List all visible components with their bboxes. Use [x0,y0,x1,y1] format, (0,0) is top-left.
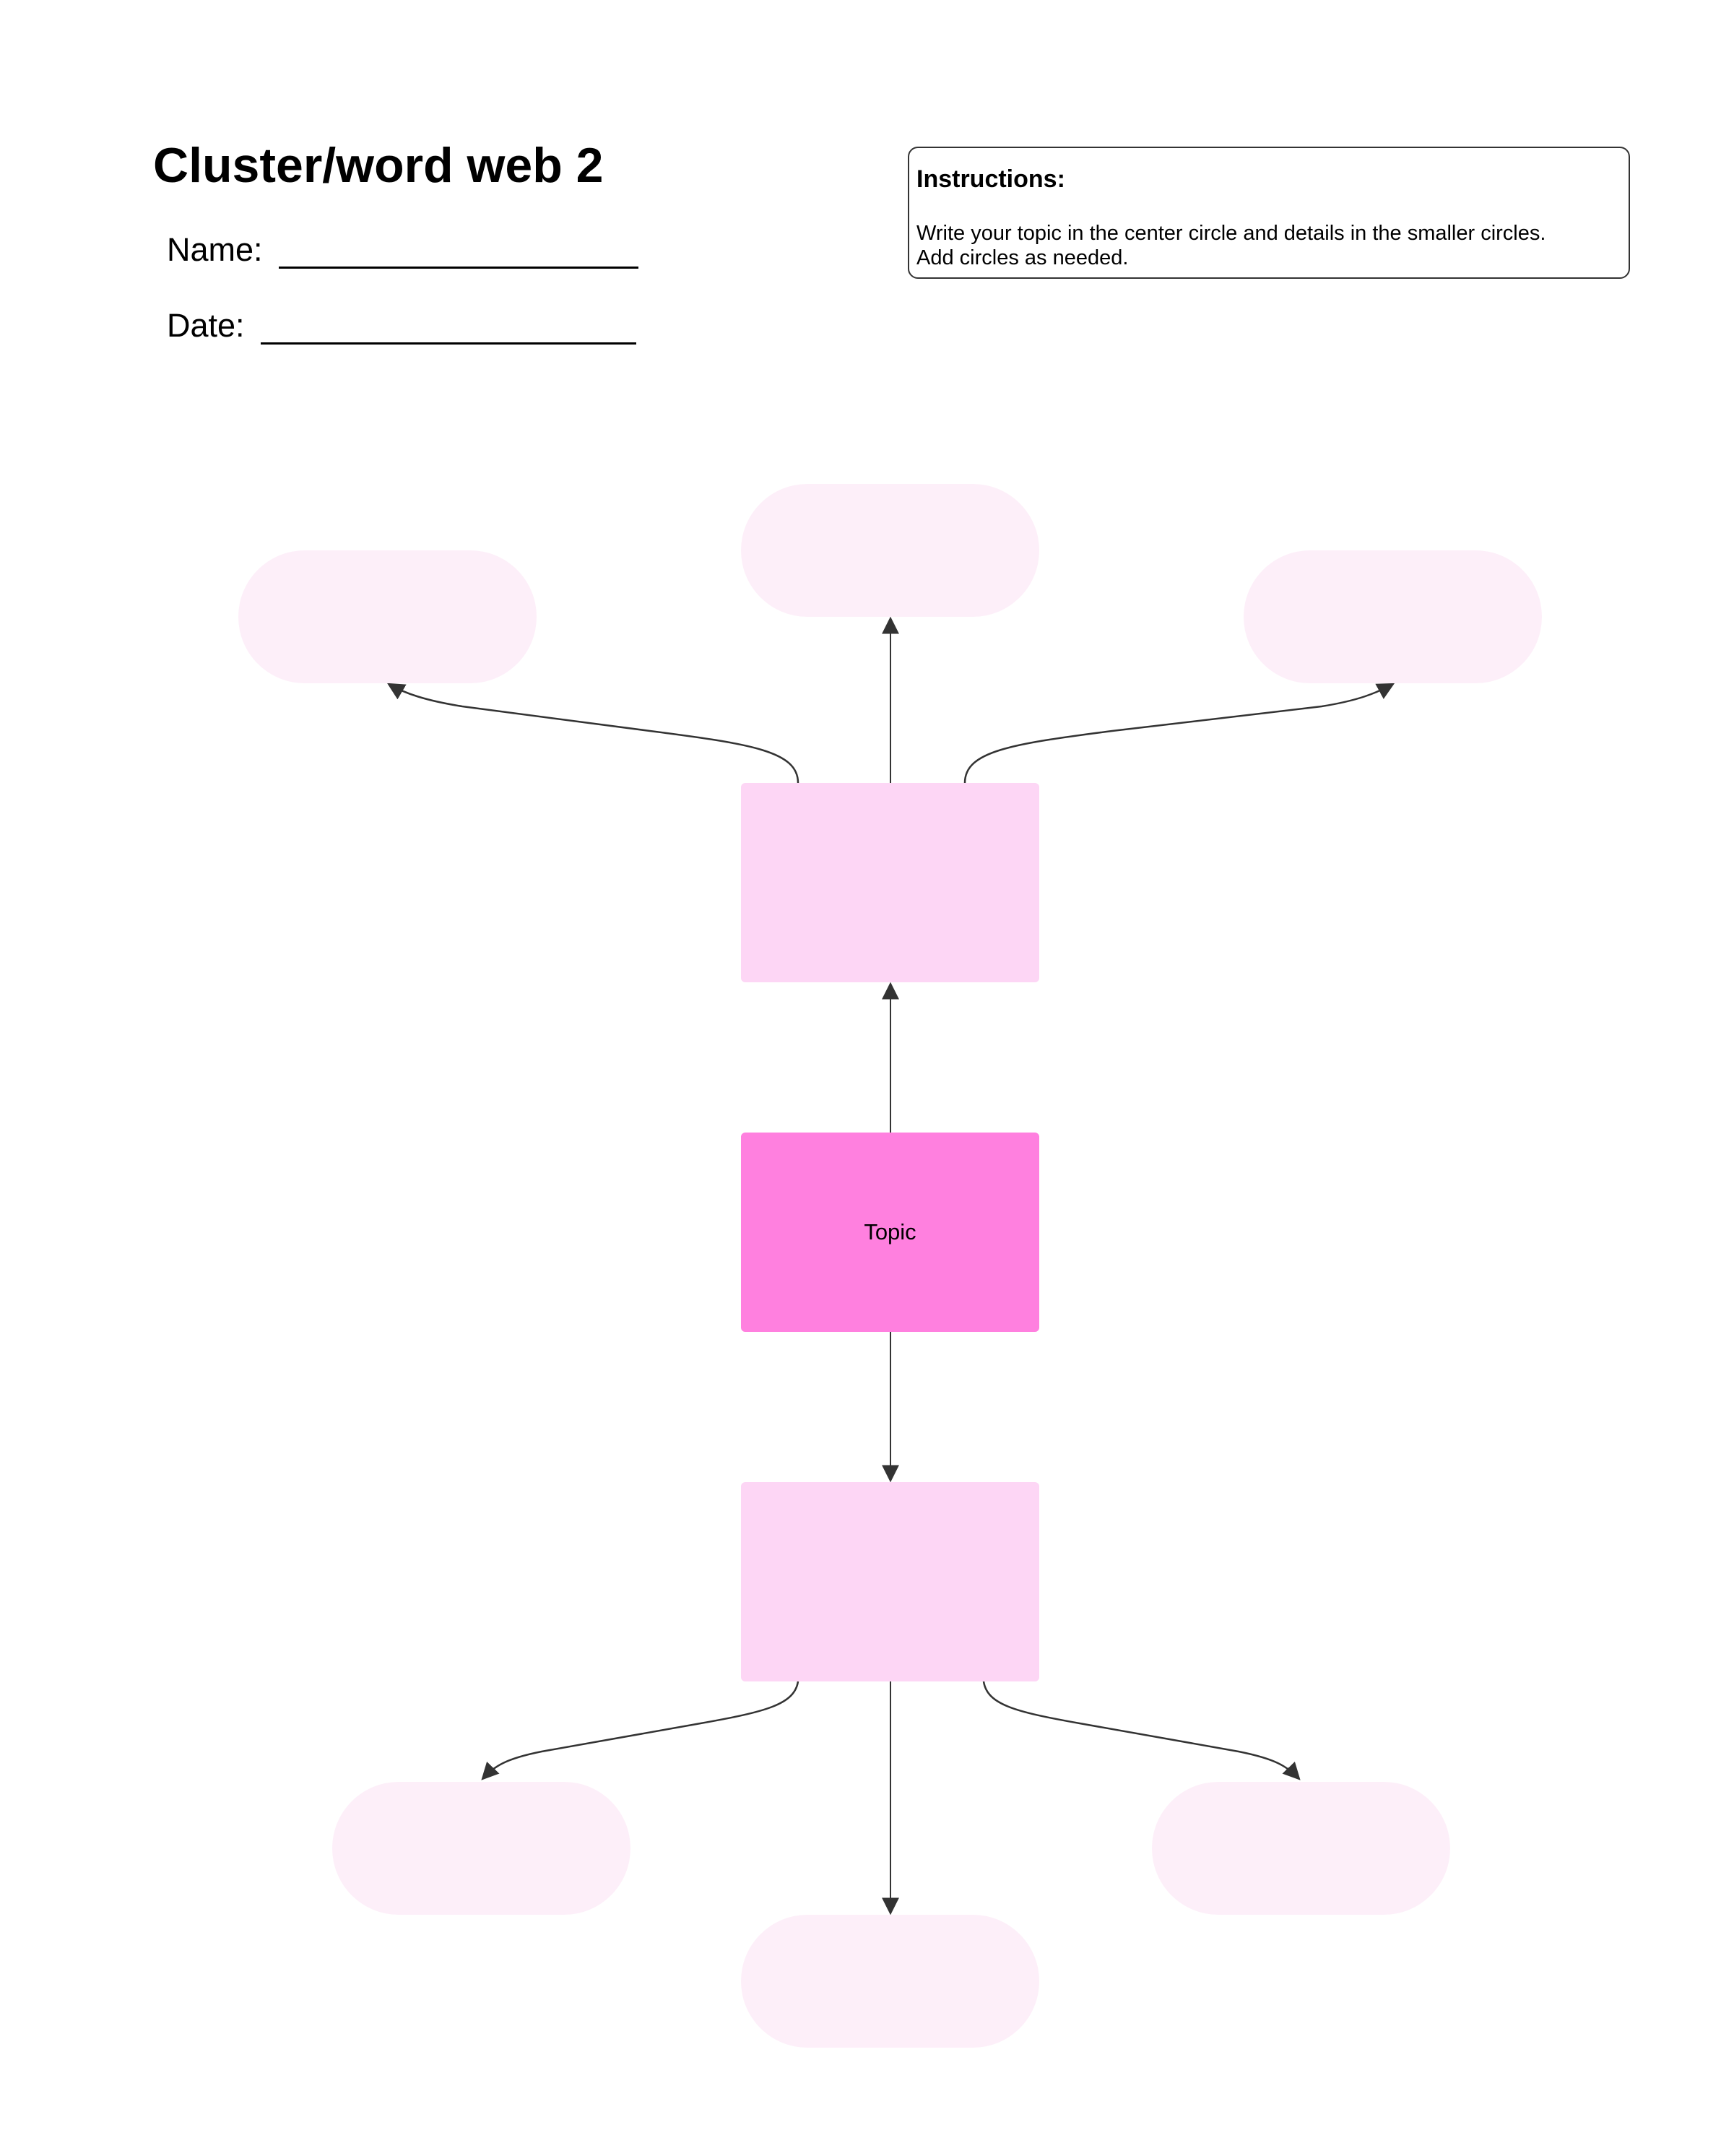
topic-node[interactable]: Topic [741,1133,1039,1332]
date-blank-line[interactable] [260,313,636,345]
edge-sub1-detail-right [963,683,1395,784]
name-field: Name: [167,231,638,269]
detail-node-bottom-right[interactable] [1152,1782,1450,1915]
instructions-line: Write your topic in the center circle an… [916,222,1546,245]
instructions-heading: Instructions: [916,165,1065,193]
detail-node-bottom-center[interactable] [741,1915,1039,2048]
instructions-box: Instructions: Write your topic in the ce… [908,147,1630,279]
name-label: Name: [167,231,263,268]
instructions-line: Add circles as needed. [916,246,1129,269]
detail-node-top-right[interactable] [1244,550,1542,683]
detail-node-bottom-left[interactable] [332,1782,630,1915]
detail-node-top-center[interactable] [741,484,1039,617]
date-field: Date: [167,307,636,345]
subtopic-node-lower[interactable] [741,1482,1039,1681]
edge-sub2-detail-right [982,1681,1301,1780]
date-label: Date: [167,307,245,344]
page-title: Cluster/word web 2 [153,138,604,193]
topic-label: Topic [864,1219,916,1244]
subtopic-node-upper[interactable] [741,783,1039,982]
edge-sub2-detail-left [481,1681,799,1780]
edge-sub1-detail-left [386,683,799,784]
name-blank-line[interactable] [278,238,638,269]
detail-node-top-left[interactable] [238,550,537,683]
